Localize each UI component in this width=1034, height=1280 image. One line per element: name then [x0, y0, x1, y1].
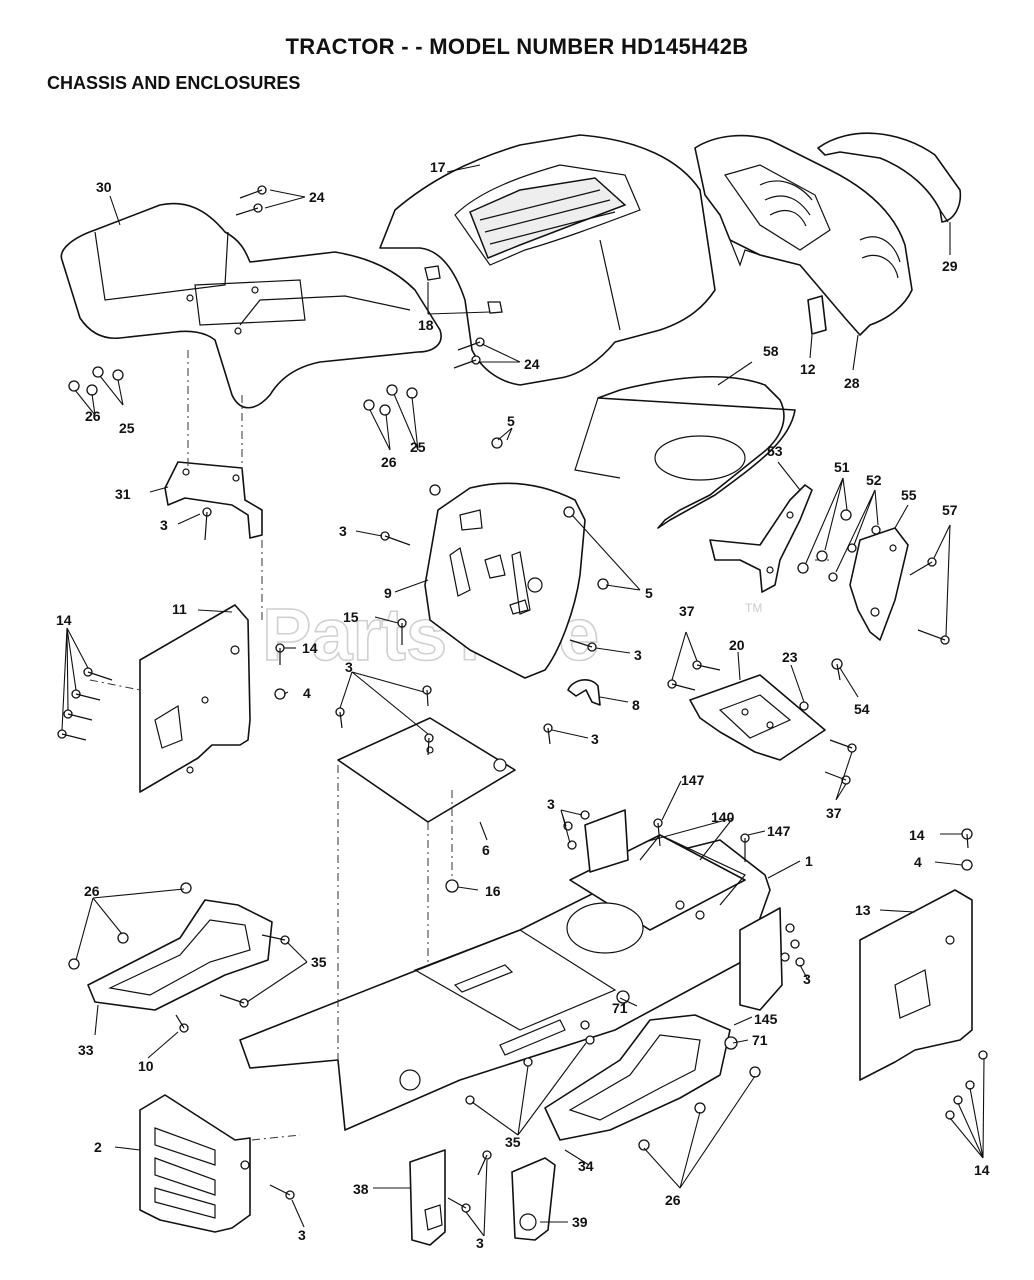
callout-3-d: 3 — [634, 647, 642, 663]
callout-52: 52 — [866, 472, 882, 488]
callout-29: 29 — [942, 258, 958, 274]
callout-2: 2 — [94, 1139, 102, 1155]
callout-3-g: 3 — [803, 971, 811, 987]
callout-147-b: 147 — [767, 823, 791, 839]
callout-17: 17 — [430, 159, 446, 175]
callout-5: 5 — [507, 413, 515, 429]
callout-37: 37 — [679, 603, 695, 619]
callout-30: 30 — [96, 179, 112, 195]
callout-39: 39 — [572, 1214, 588, 1230]
callout-14-c: 14 — [909, 827, 925, 843]
callout-20: 20 — [729, 637, 745, 653]
part-6-plate — [337, 717, 516, 823]
part-12-bracket — [807, 295, 827, 335]
callout-55: 55 — [901, 487, 917, 503]
part-13-side-panel — [859, 889, 973, 1081]
callout-4-b: 4 — [914, 854, 922, 870]
part-30-fender — [60, 202, 442, 409]
callout-71-b: 71 — [752, 1032, 768, 1048]
part-39-bracket — [511, 1157, 556, 1241]
part-58-heat-shield — [574, 376, 796, 529]
part-8-clip — [567, 678, 601, 706]
page-title: TRACTOR - - MODEL NUMBER HD145H42B — [285, 34, 749, 59]
callout-58: 58 — [763, 343, 779, 359]
callout-26-d: 26 — [665, 1192, 681, 1208]
callout-37-b: 37 — [826, 805, 842, 821]
callout-28: 28 — [844, 375, 860, 391]
callout-16: 16 — [485, 883, 501, 899]
callout-14-b: 14 — [302, 640, 318, 656]
part-55-bracket — [849, 527, 909, 641]
callout-3-h: 3 — [476, 1235, 484, 1251]
callout-31: 31 — [115, 486, 131, 502]
callout-3-f: 3 — [547, 796, 555, 812]
callout-71: 71 — [612, 1000, 628, 1016]
leader-lines — [61, 164, 985, 1237]
callout-35: 35 — [311, 954, 327, 970]
callout-9: 9 — [384, 585, 392, 601]
callout-26-b: 26 — [381, 454, 397, 470]
callout-6: 6 — [482, 842, 490, 858]
callout-10: 10 — [138, 1058, 154, 1074]
callout-1: 1 — [805, 853, 813, 869]
fasteners — [57, 185, 988, 1213]
callout-3-c: 3 — [345, 659, 353, 675]
callout-140: 140 — [711, 809, 735, 825]
callout-24-lower: 24 — [524, 356, 540, 372]
callout-26-c: 26 — [84, 883, 100, 899]
part-frame-bracket — [584, 809, 629, 873]
part-28-grille — [694, 134, 913, 336]
callout-14: 14 — [56, 612, 72, 628]
callout-23: 23 — [782, 649, 798, 665]
callout-26: 26 — [85, 408, 101, 424]
part-11-side-panel — [139, 604, 251, 793]
part-29-cover — [817, 132, 962, 223]
callout-57: 57 — [942, 502, 958, 518]
part-2-rear-plate — [139, 1094, 251, 1233]
watermark-trademark: TM — [745, 601, 762, 615]
callout-14-d: 14 — [974, 1162, 990, 1178]
section-subtitle: CHASSIS AND ENCLOSURES — [47, 73, 301, 93]
callout-51: 51 — [834, 459, 850, 475]
callout-3-b: 3 — [339, 523, 347, 539]
part-53-bracket — [709, 484, 813, 593]
callout-147: 147 — [681, 772, 705, 788]
part-20-plate — [689, 674, 826, 761]
callout-12: 12 — [800, 361, 816, 377]
callouts: 30 24 17 18 29 12 28 58 24 26 25 26 25 5… — [56, 159, 990, 1251]
callout-13: 13 — [855, 902, 871, 918]
callout-3-i: 3 — [298, 1227, 306, 1243]
callout-54: 54 — [854, 701, 870, 717]
callout-53: 53 — [767, 443, 783, 459]
callout-4: 4 — [303, 685, 311, 701]
callout-145: 145 — [754, 1011, 778, 1027]
callout-8: 8 — [632, 697, 640, 713]
callout-24: 24 — [309, 189, 325, 205]
part-17-hood — [379, 134, 716, 386]
callout-25: 25 — [119, 420, 135, 436]
callout-38: 38 — [353, 1181, 369, 1197]
callout-25-b: 25 — [410, 439, 426, 455]
callout-3: 3 — [160, 517, 168, 533]
callout-34: 34 — [578, 1158, 594, 1174]
callout-18: 18 — [418, 317, 434, 333]
callout-15: 15 — [343, 609, 359, 625]
callout-11: 11 — [172, 601, 187, 617]
part-34-footrest — [544, 1014, 731, 1141]
part-frame-bracket-right — [739, 907, 783, 1011]
part-31-bracket — [164, 461, 263, 539]
callout-33: 33 — [78, 1042, 94, 1058]
callout-35-b: 35 — [505, 1134, 521, 1150]
callout-5-b: 5 — [645, 585, 653, 601]
part-38-bracket — [409, 1149, 446, 1246]
callout-3-e: 3 — [591, 731, 599, 747]
part-9-dash-panel — [424, 482, 586, 679]
part-33-footrest — [87, 899, 273, 1011]
